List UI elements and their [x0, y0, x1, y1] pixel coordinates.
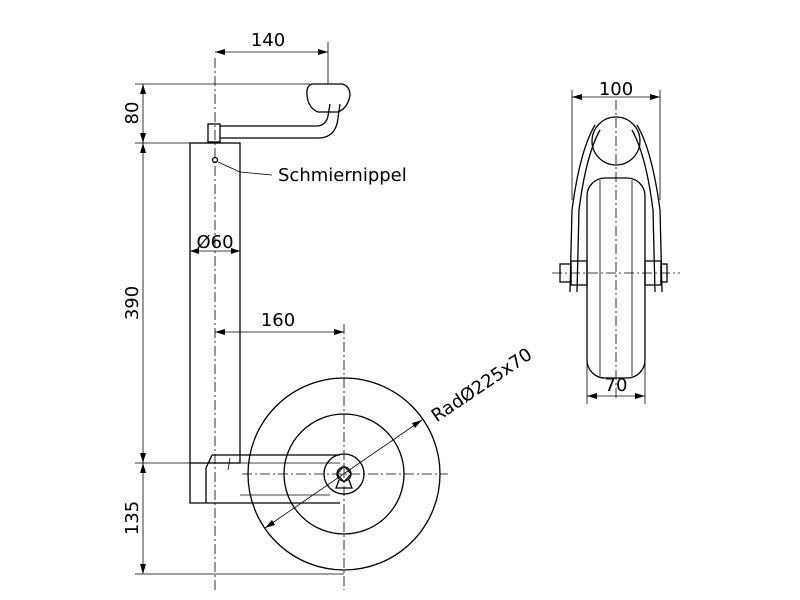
dim-100: [571, 90, 661, 200]
dim-wheel-diameter: [264, 419, 423, 529]
dim-70: [586, 360, 646, 404]
dim-wheel-diameter-label: RadØ225x70: [428, 344, 536, 427]
dim-160-label: 160: [261, 310, 295, 331]
dim-diameter-60-label: Ø60: [196, 232, 233, 253]
fork-arm-left: [569, 124, 596, 293]
side-tube-ring: [591, 116, 641, 166]
dim-160: [215, 329, 344, 335]
dim-diameter-60: [190, 248, 240, 254]
grease-nipple-label: Schmiernippel: [278, 165, 407, 186]
dim-70-label: 70: [605, 375, 628, 396]
dim-140: [215, 42, 329, 84]
wheel-fork: [189, 454, 340, 504]
dim-100-label: 100: [599, 79, 633, 100]
crank-handle: [207, 83, 351, 143]
side-view: 100 70: [552, 79, 680, 404]
dim-vertical-chain: [135, 83, 344, 575]
dim-135-label: 135: [122, 501, 143, 535]
fork-arm-right: [636, 124, 663, 293]
dim-80-label: 80: [122, 102, 143, 125]
dim-140-label: 140: [251, 30, 285, 51]
front-view: 140 80 390 135 Ø60: [122, 30, 536, 590]
dim-390-label: 390: [122, 286, 143, 320]
